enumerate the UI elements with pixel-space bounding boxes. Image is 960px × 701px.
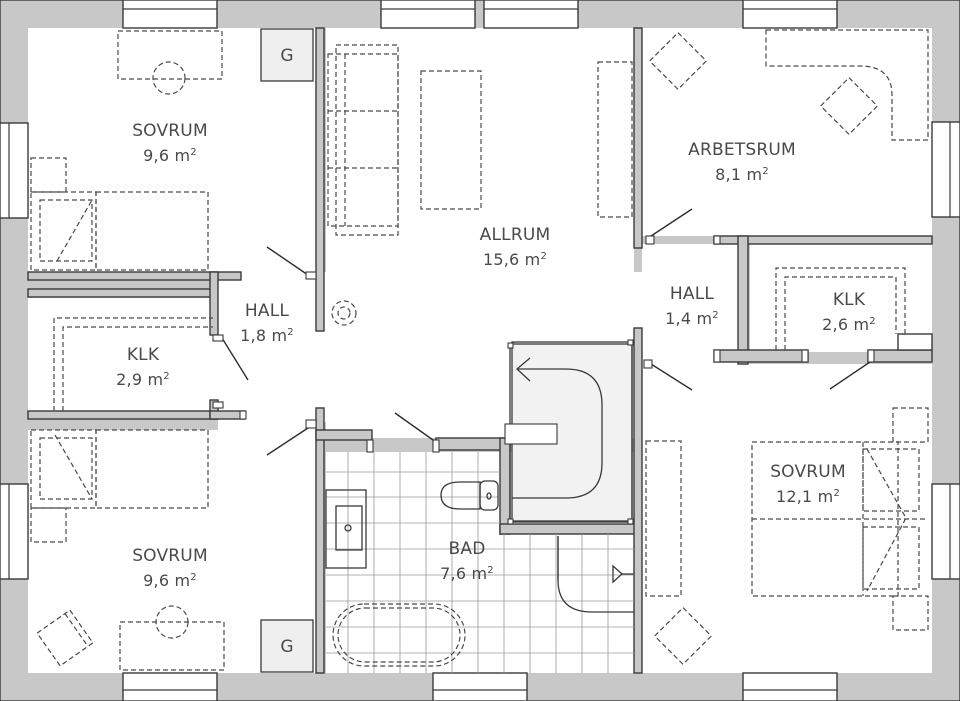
room-area: 15,6 m2 bbox=[482, 250, 548, 269]
g-box-bottom bbox=[260, 619, 314, 673]
g-box-top bbox=[260, 28, 314, 82]
bathroom-tiles bbox=[326, 452, 634, 673]
room-name: HALL bbox=[244, 301, 290, 321]
room-klk-w: KLK 2,9 m2 bbox=[116, 344, 170, 391]
bath-fixtures bbox=[325, 480, 634, 667]
room-name: BAD bbox=[448, 539, 486, 559]
furniture bbox=[30, 29, 929, 671]
room-area: 2,6 m2 bbox=[822, 315, 876, 334]
room-sovrum-sw: SOVRUM 9,6 m2 bbox=[132, 545, 208, 592]
room-area: 1,8 m2 bbox=[240, 326, 294, 345]
room-arbetsrum: ARBETSRUM 8,1 m2 bbox=[688, 139, 796, 186]
room-area: 7,6 m2 bbox=[440, 564, 494, 583]
room-name: HALL bbox=[669, 284, 715, 304]
room-sovrum-nw: SOVRUM 9,6 m2 bbox=[132, 120, 208, 167]
room-klk-e: KLK 2,6 m2 bbox=[822, 289, 876, 336]
room-bad: BAD 7,6 m2 bbox=[440, 538, 494, 585]
room-area: 1,4 m2 bbox=[665, 309, 719, 328]
room-area: 9,6 m2 bbox=[143, 146, 197, 165]
room-sovrum-se: SOVRUM 12,1 m2 bbox=[770, 461, 846, 508]
room-hall-e: HALL 1,4 m2 bbox=[665, 283, 719, 330]
room-area: 9,6 m2 bbox=[143, 571, 197, 590]
room-area: 12,1 m2 bbox=[775, 487, 841, 506]
g-box-bottom-label: G bbox=[280, 637, 294, 657]
room-name: KLK bbox=[126, 345, 160, 365]
room-name: SOVRUM bbox=[132, 121, 208, 141]
room-area: 8,1 m2 bbox=[715, 165, 769, 184]
room-name: ARBETSRUM bbox=[688, 140, 796, 160]
interior-walls bbox=[27, 27, 933, 674]
room-name: SOVRUM bbox=[132, 546, 208, 566]
room-hall-w: HALL 1,8 m2 bbox=[240, 300, 294, 347]
room-allrum: ALLRUM 15,6 m2 bbox=[480, 224, 551, 271]
doors bbox=[212, 208, 875, 613]
room-name: SOVRUM bbox=[770, 462, 846, 482]
room-name: ALLRUM bbox=[479, 225, 551, 245]
shower bbox=[504, 339, 634, 525]
g-box-top-label: G bbox=[280, 46, 294, 66]
room-area: 2,9 m2 bbox=[116, 370, 170, 389]
room-name: KLK bbox=[832, 290, 866, 310]
